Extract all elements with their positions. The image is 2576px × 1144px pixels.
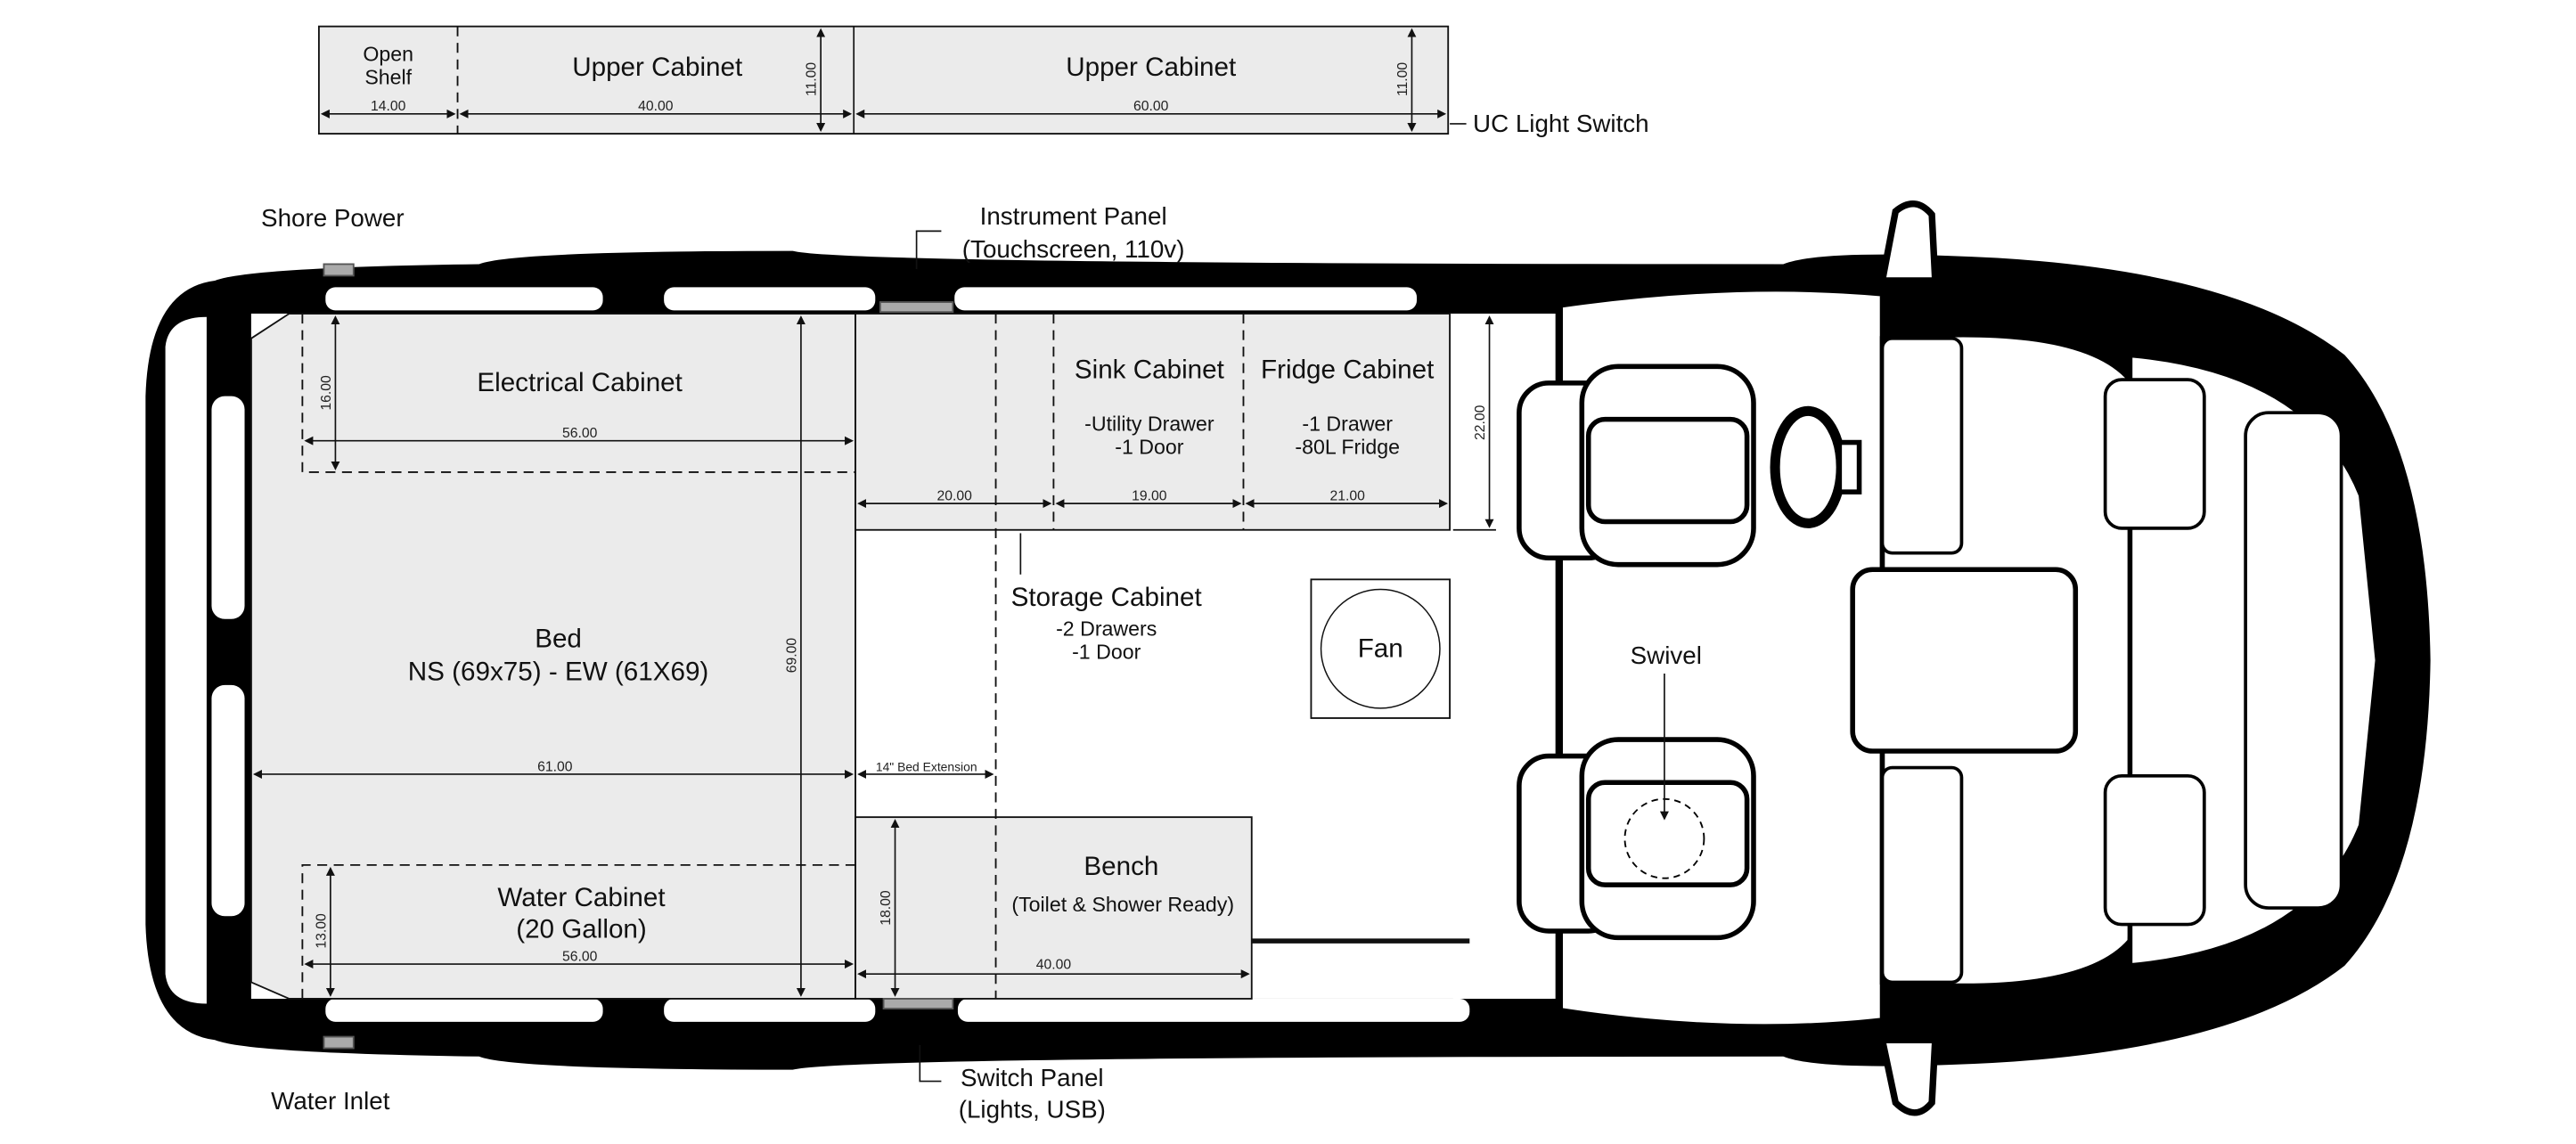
uc-light-switch-label: UC Light Switch xyxy=(1473,110,1649,137)
swivel-label: Swivel xyxy=(1631,641,1702,669)
sink-cabinet-label: Sink Cabinet xyxy=(1075,355,1225,384)
fridge-cabinet-line-2: -80L Fridge xyxy=(1295,436,1400,459)
open-shelf-label: Open xyxy=(363,43,413,66)
water-inlet-port xyxy=(323,1035,355,1050)
upper-cabinet-1-label: Upper Cabinet xyxy=(572,53,743,82)
dim-uc2-height: 11.00 xyxy=(1395,62,1411,96)
water-inlet-label: Water Inlet xyxy=(271,1087,390,1115)
instrument-panel-label: Instrument Panel xyxy=(980,202,1167,230)
shore-power-port xyxy=(323,263,355,277)
dim-water-depth: 13.00 xyxy=(314,913,329,949)
dim-uc1-width: 40.00 xyxy=(638,99,674,114)
electrical-cabinet-label: Electrical Cabinet xyxy=(477,368,683,397)
water-cabinet-label: Water Cabinet xyxy=(497,883,666,912)
dim-sink-width: 19.00 xyxy=(1132,488,1167,503)
bench-sub-label: (Toilet & Shower Ready) xyxy=(1011,893,1234,916)
sink-cabinet-line-2: -1 Door xyxy=(1115,436,1184,459)
bench-label: Bench xyxy=(1084,852,1158,881)
dim-electrical-depth: 16.00 xyxy=(319,375,334,411)
water-cabinet-sub: (20 Gallon) xyxy=(516,914,647,944)
dim-water-width: 56.00 xyxy=(562,949,598,964)
switch-panel-label: Switch Panel xyxy=(961,1064,1104,1091)
dim-uc1-height: 11.00 xyxy=(805,62,820,96)
instrument-panel-sub: (Touchscreen, 110v) xyxy=(962,235,1185,263)
upper-cabinet-2-label: Upper Cabinet xyxy=(1066,53,1237,82)
dim-storage-width: 20.00 xyxy=(937,488,973,503)
dim-bed-length: 69.00 xyxy=(784,638,799,674)
switch-panel xyxy=(882,998,954,1009)
upper-cabinet-elevation: Open Shelf Upper Cabinet Upper Cabinet 1… xyxy=(317,25,1649,137)
passenger-swivel-seat-icon[interactable] xyxy=(1517,673,1756,941)
instrument-panel xyxy=(879,301,954,314)
bed-size-label: NS (69x75) - EW (61X69) xyxy=(408,657,709,686)
storage-cabinet-line-2: -1 Door xyxy=(1072,640,1141,663)
storage-cabinet-line-1: -2 Drawers xyxy=(1056,617,1157,640)
dim-uc2-width: 60.00 xyxy=(1133,99,1169,114)
switch-panel-sub: (Lights, USB) xyxy=(959,1095,1106,1123)
driver-seat-icon xyxy=(1517,364,1756,568)
dim-electrical-width: 56.00 xyxy=(562,426,598,441)
fridge-cabinet-label: Fridge Cabinet xyxy=(1261,355,1435,384)
shore-power-label: Shore Power xyxy=(261,204,405,232)
dim-bed-width: 61.00 xyxy=(537,759,573,774)
steering-wheel-icon xyxy=(1770,405,1846,528)
dim-bench-width: 40.00 xyxy=(1036,958,1072,973)
interior-layout xyxy=(250,313,1496,1000)
bed-extension-label: 14" Bed Extension xyxy=(876,759,977,773)
dim-bench-depth: 18.00 xyxy=(879,890,894,926)
dim-fridge-depth: 22.00 xyxy=(1473,404,1488,440)
open-shelf-label-2: Shelf xyxy=(364,65,412,88)
roof-fan: Fan xyxy=(1310,578,1452,719)
storage-cabinet-label: Storage Cabinet xyxy=(1011,583,1203,612)
dim-fridge-width: 21.00 xyxy=(1330,488,1366,503)
bed-label: Bed xyxy=(535,624,582,653)
fridge-cabinet-line-1: -1 Drawer xyxy=(1302,413,1393,436)
sink-cabinet-line-1: -Utility Drawer xyxy=(1084,413,1214,436)
dim-open-shelf: 14.00 xyxy=(371,99,406,114)
fan-label: Fan xyxy=(1358,633,1403,663)
